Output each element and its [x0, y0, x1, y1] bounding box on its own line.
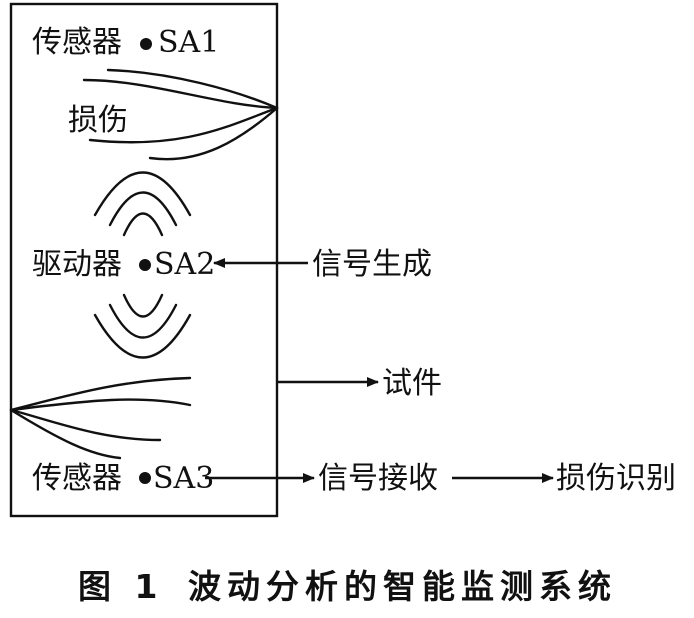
signal-generation-label: 信号生成: [312, 247, 432, 282]
damage-identification-label: 损伤识别: [556, 461, 676, 496]
upper-wave-arcs: [93, 171, 192, 237]
sensor-sa1-dot: [140, 38, 152, 50]
sensor-sa3-id: SA3: [153, 461, 214, 496]
actuator-sa2-dot: [139, 259, 151, 271]
lower-damage-crack: [9, 376, 192, 460]
actuator-sa2-id: SA2: [154, 247, 215, 282]
sensor-sa1-id: SA1: [158, 25, 219, 60]
sensor-sa3-label: 传感器: [32, 461, 122, 496]
sensor-sa3-dot: [139, 472, 151, 484]
figure-title: 波动分析的智能监测系统: [188, 567, 617, 606]
actuator-label: 驱动器: [32, 247, 122, 282]
specimen-label: 试件: [382, 366, 442, 401]
figure-number: 图 1: [78, 567, 163, 606]
lower-wave-arcs: [93, 293, 192, 359]
specimen-box: [9, 2, 279, 518]
sensor-sa1-label: 传感器: [32, 25, 122, 60]
upper-damage-crack: [82, 68, 279, 161]
signal-receive-label: 信号接收: [318, 461, 438, 496]
damage-label: 损伤: [68, 103, 128, 138]
